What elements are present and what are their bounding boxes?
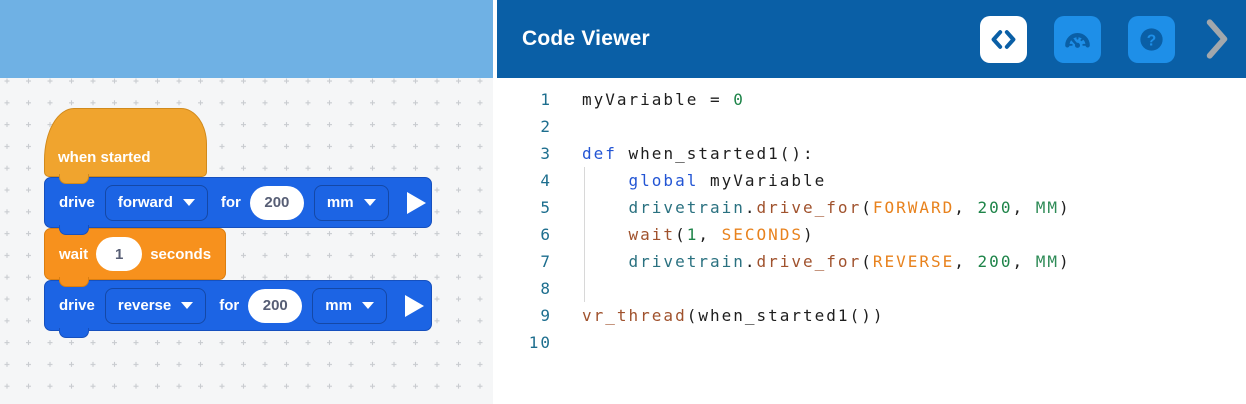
svg-text:?: ?: [1147, 32, 1156, 49]
unit-dropdown[interactable]: mm: [312, 287, 387, 324]
indent-guide: [584, 167, 585, 194]
distance-input[interactable]: 200: [249, 185, 304, 220]
line-number: 7: [540, 252, 552, 271]
line-number: 4: [540, 171, 552, 190]
panel-title: Code Viewer: [522, 27, 650, 50]
code-text: drivetrain.drive_for(REVERSE, 200, MM): [582, 248, 1071, 275]
help-icon: ?: [1140, 27, 1163, 51]
code-line: 7 drivetrain.drive_for(REVERSE, 200, MM): [497, 248, 1246, 275]
line-number: 1: [540, 90, 552, 109]
line-number: 5: [540, 198, 552, 217]
drive-label: drive: [59, 194, 95, 211]
code-line: 6 wait(1, SECONDS): [497, 221, 1246, 248]
when-started-label: when started: [58, 149, 151, 166]
chevron-down-icon: [182, 199, 195, 206]
toolbar-band: [0, 0, 493, 78]
block-workspace[interactable]: when started drive forward for 200 mm wa…: [0, 0, 497, 404]
block-connector-bump: [59, 328, 89, 338]
wait-block[interactable]: wait 1 seconds: [44, 228, 226, 287]
indent-guide: [584, 275, 585, 302]
line-number: 9: [540, 306, 552, 325]
code-icon: [991, 29, 1016, 49]
indent-guide: [584, 194, 585, 221]
indent-guide: [584, 221, 585, 248]
for-label: for: [220, 194, 241, 211]
code-text: vr_thread(when_started1()): [582, 306, 885, 325]
code-text: drivetrain.drive_for(FORWARD, 200, MM): [582, 194, 1071, 221]
direction-dropdown[interactable]: reverse: [104, 287, 207, 324]
code-text: myVariable = 0: [582, 90, 745, 109]
line-number: 3: [540, 144, 552, 163]
code-lines: 1 myVariable = 0 2 3 def when_started1(): 4 g…: [497, 86, 1246, 356]
drive-forward-block[interactable]: drive forward for 200 mm: [44, 177, 432, 235]
block-connector-bump: [59, 277, 89, 287]
chevron-down-icon: [181, 302, 194, 309]
chevron-down-icon: [361, 302, 374, 309]
code-view-button[interactable]: [980, 15, 1027, 63]
code-line: 4 global myVariable: [497, 167, 1246, 194]
distance-input[interactable]: 200: [248, 288, 303, 323]
indent-guide: [584, 248, 585, 275]
direction-value: forward: [117, 194, 173, 211]
code-viewer-panel: Code Viewer: [497, 0, 1246, 404]
chevron-down-icon: [363, 199, 376, 206]
block-connector-bump: [59, 174, 89, 184]
unit-value: mm: [326, 194, 354, 211]
seconds-label: seconds: [150, 245, 212, 263]
help-button[interactable]: ?: [1128, 15, 1175, 63]
dashboard-icon: [1065, 32, 1090, 48]
code-text: def when_started1():: [582, 144, 815, 163]
collapse-panel-button[interactable]: [1198, 16, 1236, 63]
code-text: global myVariable: [582, 167, 826, 194]
run-block-button[interactable]: [404, 294, 424, 317]
chevron-right-icon: [1206, 19, 1228, 59]
code-line: 3 def when_started1():: [497, 140, 1246, 167]
code-line: 5 drivetrain.drive_for(FORWARD, 200, MM): [497, 194, 1246, 221]
when-started-block[interactable]: when started: [44, 108, 207, 184]
line-number: 8: [540, 279, 552, 298]
code-area: 1 myVariable = 0 2 3 def when_started1(): 4 g…: [497, 78, 1246, 404]
header-buttons: ?: [980, 15, 1236, 63]
run-block-button[interactable]: [406, 191, 426, 214]
unit-dropdown[interactable]: mm: [313, 184, 389, 221]
code-text: wait(1, SECONDS): [582, 221, 815, 248]
code-line: 9 vr_thread(when_started1()): [497, 302, 1246, 329]
code-viewer-header: Code Viewer: [497, 0, 1246, 78]
line-number: 10: [528, 333, 552, 352]
for-label: for: [219, 297, 240, 314]
code-line: 8: [497, 275, 1246, 302]
line-number: 2: [540, 117, 552, 136]
code-line: 1 myVariable = 0: [497, 86, 1246, 113]
code-line: 2: [497, 113, 1246, 140]
drive-label: drive: [59, 297, 95, 314]
wait-label: wait: [59, 245, 89, 263]
code-line: 10: [497, 329, 1246, 356]
dashboard-button[interactable]: [1054, 15, 1101, 63]
direction-dropdown[interactable]: forward: [104, 184, 208, 221]
line-number: 6: [540, 225, 552, 244]
wait-time-input[interactable]: 1: [96, 237, 143, 271]
block-connector-bump: [59, 225, 89, 235]
unit-value: mm: [325, 297, 352, 314]
drive-reverse-block[interactable]: drive reverse for 200 mm: [44, 280, 432, 338]
direction-value: reverse: [117, 297, 172, 314]
